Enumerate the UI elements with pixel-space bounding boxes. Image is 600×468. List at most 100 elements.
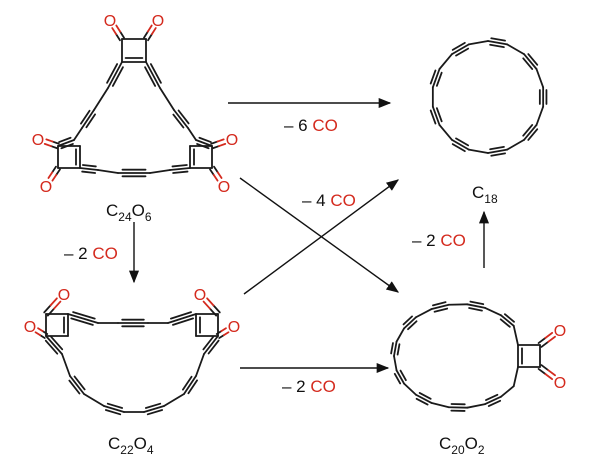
triple-bond	[455, 137, 470, 147]
triple-bond	[45, 335, 63, 355]
single-bond	[403, 382, 417, 396]
triple-bond	[390, 342, 394, 355]
carbonyl-bond	[41, 330, 49, 335]
triple-bond	[173, 109, 189, 129]
single-bond	[430, 401, 450, 409]
carbonyl-bond	[119, 30, 125, 39]
triple-bond	[407, 320, 418, 331]
carbonyl-bond	[213, 165, 219, 174]
triple-bond	[490, 37, 506, 42]
formula-part: C	[108, 434, 120, 453]
triple-bond	[103, 405, 125, 413]
triple-bond	[396, 343, 401, 356]
triple-bond	[81, 170, 97, 174]
carbonyl-bond	[220, 327, 227, 332]
carbonyl-bond	[540, 364, 550, 372]
carbonyl-bond	[46, 307, 56, 317]
triple-bond	[145, 61, 161, 89]
triple-bond	[435, 107, 443, 123]
carbonyl-bond	[544, 373, 554, 381]
triple-bond	[415, 397, 429, 406]
single-bond	[97, 169, 119, 174]
carbonyl-bond	[51, 140, 60, 145]
triple-bond	[144, 402, 162, 409]
carbonyl-bond	[43, 304, 52, 314]
single-bond	[83, 393, 105, 407]
triple-bond	[487, 399, 502, 407]
triple-bond	[451, 138, 470, 151]
formula-part: 4	[147, 443, 154, 457]
triple-bond	[196, 143, 210, 150]
triple-bond	[79, 167, 99, 171]
carbonyl-bond	[540, 340, 550, 348]
triple-bond	[81, 109, 95, 129]
triple-bond	[67, 313, 99, 324]
carbonyl-bond	[212, 174, 219, 182]
single-bond	[393, 355, 398, 372]
carbonyl-bond	[547, 369, 556, 377]
triple-bond	[58, 136, 72, 143]
formula-c24o6: C24O6	[106, 201, 152, 224]
carbonyl-bond	[34, 331, 42, 337]
triple-bond	[489, 145, 505, 151]
label-c22o4-to-c18: – 4 CO	[302, 191, 356, 210]
triple-bond	[393, 340, 398, 357]
oxygen-atom: O	[152, 13, 164, 30]
single-bond	[195, 353, 205, 377]
carbonyl-bond	[209, 168, 215, 176]
triple-bond	[429, 109, 437, 125]
single-bond	[506, 43, 525, 56]
carbonyl-bond	[146, 24, 153, 33]
triple-bond	[487, 40, 509, 46]
triple-bond	[172, 113, 185, 129]
triple-bond	[451, 41, 466, 51]
triple-bond	[430, 303, 450, 311]
formula-part: 2	[478, 443, 485, 457]
formula-part: C	[439, 434, 451, 453]
oxygen-atom: O	[58, 287, 70, 304]
triple-bond	[172, 317, 194, 326]
triple-bond	[80, 109, 91, 125]
triple-bond	[69, 375, 85, 395]
triple-bond	[207, 339, 220, 355]
triple-bond	[418, 392, 432, 400]
carbonyl-bond	[51, 165, 57, 174]
triple-bond	[68, 379, 81, 395]
carbonyl-bond	[47, 171, 54, 179]
oxygen-atom: O	[218, 179, 230, 196]
triple-bond	[104, 409, 122, 416]
triple-bond	[183, 375, 197, 395]
triple-bond	[527, 128, 539, 141]
triple-bond	[81, 164, 97, 168]
single-bond	[61, 353, 71, 377]
single-bond	[535, 68, 545, 89]
triple-bond	[415, 393, 433, 404]
carbonyl-bond	[143, 30, 149, 39]
oxygen-atom: O	[194, 287, 206, 304]
carbonyl-bond	[210, 140, 219, 145]
label-c24o6-to-c18: – 6 CO	[284, 116, 338, 135]
triple-bond	[522, 57, 534, 70]
formula-part: C	[106, 201, 118, 220]
carbonyl-bond	[45, 138, 54, 143]
triple-bond	[85, 113, 96, 129]
oxygen-atom: O	[554, 375, 566, 392]
single-bond	[484, 307, 502, 317]
carbonyl-bond	[111, 27, 118, 36]
triple-bond	[522, 124, 534, 137]
single-bond	[512, 366, 519, 388]
triple-bond	[431, 105, 441, 126]
triple-bond	[489, 43, 505, 49]
carbonyl-bond	[55, 168, 61, 176]
triple-bond	[177, 109, 190, 125]
carbonyl-bond	[150, 27, 157, 36]
triple-bond	[523, 53, 538, 70]
arrow-c22o4-to-c18	[243, 179, 400, 295]
triple-bond	[70, 317, 94, 326]
triple-bond	[73, 375, 86, 391]
triple-bond	[432, 301, 447, 307]
single-bond	[163, 393, 185, 407]
single-bond	[149, 169, 171, 174]
triple-bond	[146, 409, 164, 416]
